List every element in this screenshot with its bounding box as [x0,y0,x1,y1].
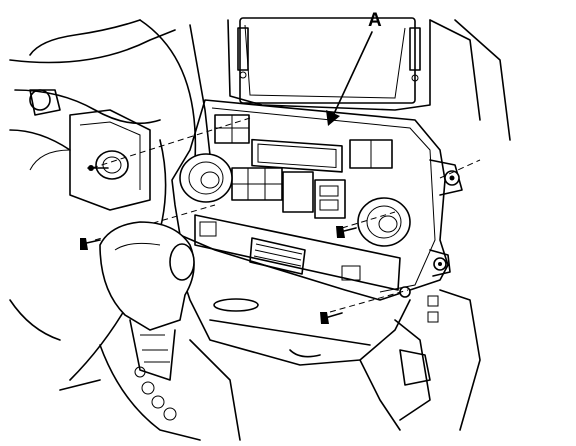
left-screw-knob [87,150,129,180]
screw-lower [320,312,343,324]
left-side-bracket [29,89,151,211]
callout-leader-arrow [326,31,373,126]
mounting-screws [80,226,357,324]
dashboard-outline [9,19,216,381]
lower-console [179,269,481,431]
callout-label-a: A [368,10,382,31]
control-panel [171,99,463,301]
screw-left-lower [80,238,101,250]
screw-center [336,226,357,238]
gear-shift-lever [59,221,241,441]
display-housing [227,17,511,141]
